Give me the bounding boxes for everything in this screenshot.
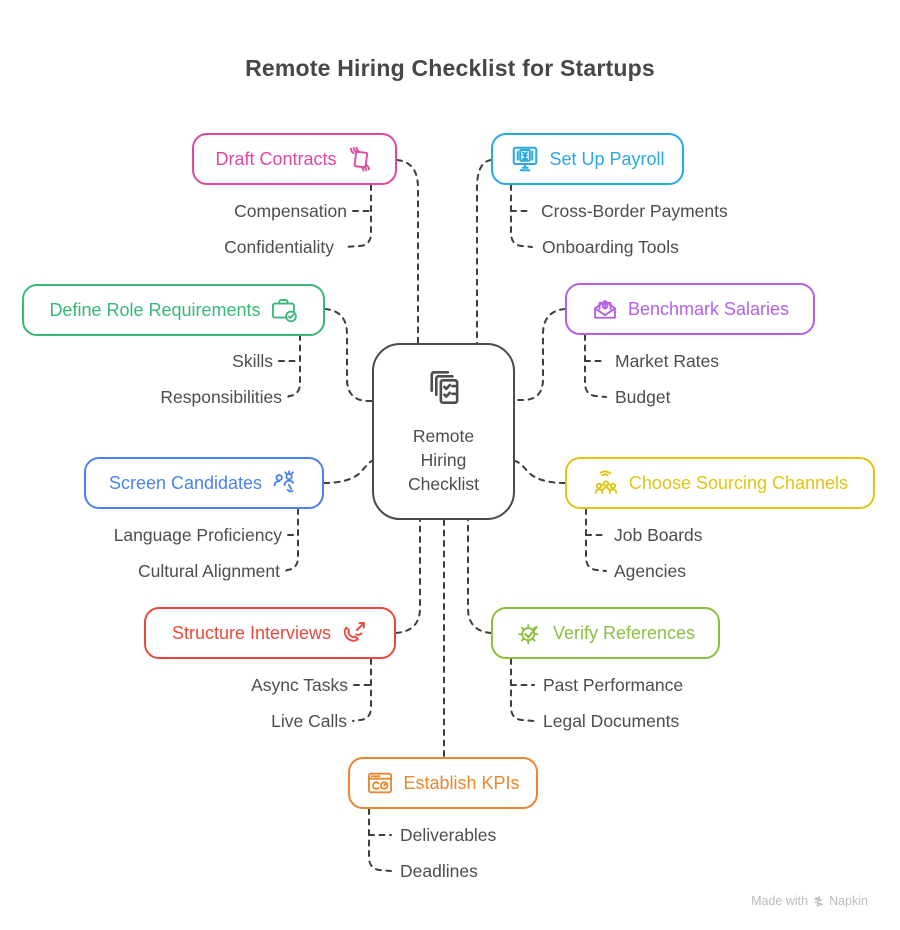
- sub-item-onboarding-tools: Onboarding Tools: [542, 237, 679, 257]
- sub-item-language-proficiency: Language Proficiency: [113, 525, 282, 545]
- branch-screen-candidates: Screen Candidates: [84, 457, 324, 509]
- sub-item-live-calls: Live Calls: [271, 711, 347, 731]
- branch-label: Screen Candidates: [108, 472, 263, 493]
- center-node: Remote Hiring Checklist: [372, 343, 515, 520]
- contract-hands-icon: [346, 145, 374, 173]
- sub-item-job-boards: Job Boards: [614, 525, 703, 545]
- diagram-title: Remote Hiring Checklist for Startups: [245, 55, 655, 81]
- branch-label: Set Up Payroll: [549, 148, 665, 169]
- branch-define-role-requirements: Define Role Requirements: [22, 284, 325, 336]
- center-node-label: Remote Hiring Checklist: [408, 425, 479, 495]
- sub-item-skills: Skills: [232, 351, 273, 371]
- branch-label: Establish KPIs: [403, 772, 520, 793]
- screen-candidates-icon: [271, 469, 299, 497]
- branch-label: Draft Contracts: [215, 148, 337, 169]
- branch-draft-contracts: Draft Contracts: [192, 133, 397, 185]
- branch-label: Verify References: [552, 622, 696, 643]
- branch-verify-references: Verify References: [491, 607, 720, 659]
- connector-structure-interviews: [395, 519, 421, 634]
- sub-item-compensation: Compensation: [234, 201, 347, 221]
- sub-item-async-tasks: Async Tasks: [251, 675, 348, 695]
- sub-item-agencies: Agencies: [614, 561, 686, 581]
- branch-structure-interviews: Structure Interviews: [144, 607, 396, 659]
- branch-choose-sourcing-channels: Choose Sourcing Channels: [565, 457, 875, 509]
- connector-define-role: [324, 308, 373, 402]
- branch-label: Choose Sourcing Channels: [628, 472, 849, 493]
- gear-check-icon: [516, 619, 544, 647]
- branch-label: Structure Interviews: [171, 622, 332, 643]
- connector-benchmark-salaries: [514, 308, 566, 401]
- briefcase-check-icon: [270, 296, 298, 324]
- sub-item-confidentiality: Confidentiality: [224, 237, 334, 257]
- phone-arrow-icon: [340, 619, 368, 647]
- sub-item-responsibilities: Responsibilities: [160, 387, 282, 407]
- branch-label: Benchmark Salaries: [627, 298, 790, 319]
- connector-choose-sourcing: [514, 460, 566, 484]
- watermark-brand: Napkin: [829, 894, 868, 908]
- network-people-icon: [592, 469, 620, 497]
- sub-item-cross-border-payments: Cross-Border Payments: [541, 201, 728, 221]
- checklist-documents-icon: [423, 367, 465, 414]
- sub-item-cultural-alignment: Cultural Alignment: [137, 561, 280, 581]
- connector-draft-contracts: [396, 159, 419, 344]
- sub-item-budget: Budget: [615, 387, 671, 407]
- watermark-prefix: Made with: [751, 894, 809, 908]
- sub-item-deliverables: Deliverables: [400, 825, 497, 845]
- salary-envelope-icon: [591, 295, 619, 323]
- branch-set-up-payroll: Set Up Payroll: [491, 133, 684, 185]
- connector-set-up-payroll: [476, 159, 492, 344]
- connector-verify-references: [467, 519, 492, 634]
- branch-benchmark-salaries: Benchmark Salaries: [565, 283, 815, 335]
- branch-label: Define Role Requirements: [49, 299, 261, 320]
- sub-item-market-rates: Market Rates: [615, 351, 720, 371]
- branch-establish-kpis: Establish KPIs: [348, 757, 538, 809]
- kpi-window-icon: [366, 769, 394, 797]
- sub-item-legal-documents: Legal Documents: [543, 711, 680, 731]
- connector-screen-candidates: [323, 460, 373, 484]
- watermark: Made with Napkin: [751, 894, 868, 908]
- payroll-monitor-icon: [510, 144, 540, 174]
- napkin-logo-icon: [812, 895, 825, 908]
- sub-item-deadlines: Deadlines: [400, 861, 478, 881]
- sub-item-past-performance: Past Performance: [543, 675, 684, 695]
